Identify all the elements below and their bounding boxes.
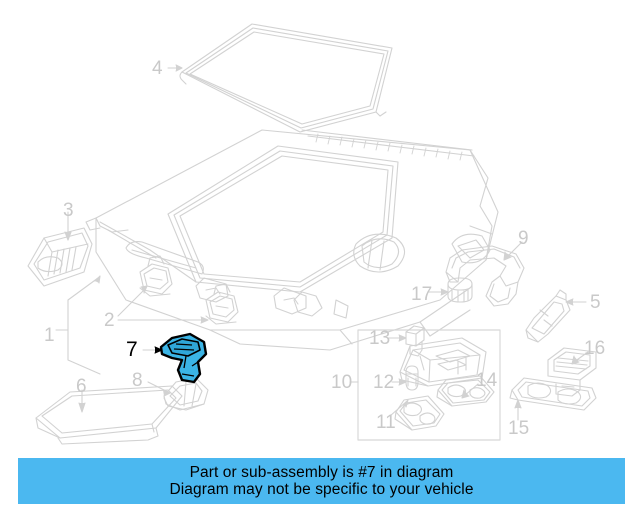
callout-label-14: 14: [476, 370, 498, 391]
part-sunroof-glass-panel: [179, 23, 393, 133]
callout-label-8: 8: [132, 370, 143, 391]
part-trim-cap-plug: [447, 277, 473, 303]
callout-label-9: 9: [518, 228, 529, 249]
part-sun-visor: [35, 385, 183, 445]
part-lamp-bulb: [405, 365, 419, 391]
callout-label-3: 3: [63, 200, 74, 221]
callout-label-6: 6: [76, 376, 87, 397]
callout-label-13: 13: [369, 328, 391, 349]
part-overhead-console: [27, 227, 93, 287]
part-visor-support-clip-highlighted: [159, 332, 208, 384]
callout-label-2: 2: [104, 310, 115, 331]
callout-leaders: [55, 64, 589, 421]
part-headliner-panel: [85, 129, 499, 351]
callout-label-10: 10: [331, 372, 353, 393]
part-lamp-socket: [405, 325, 425, 357]
callout-label-12: 12: [373, 372, 395, 393]
part-assist-grab-handle: [445, 245, 525, 307]
callout-label-7: 7: [126, 338, 138, 361]
callout-label-16: 16: [584, 338, 606, 359]
part-lamp-lens-right: [436, 375, 495, 407]
part-visor-retainer-hook: [163, 377, 209, 411]
callout-label-1: 1: [44, 325, 55, 346]
part-side-trim-bracket: [525, 289, 571, 343]
dome-lamp-group-box: [357, 329, 501, 441]
callout-label-4: 4: [152, 58, 163, 79]
callout-label-15: 15: [508, 418, 530, 439]
part-map-lamp-lens: [509, 377, 597, 411]
banner-line-2: Diagram may not be specific to your vehi…: [169, 481, 474, 498]
part-lamp-lens-left: [394, 395, 445, 431]
callout-label-11: 11: [376, 412, 396, 433]
callout-label-5: 5: [590, 292, 601, 313]
banner-line-1: Part or sub-assembly is #7 in diagram: [189, 463, 454, 481]
info-banner: Part or sub-assembly is #7 in diagram Di…: [18, 458, 625, 504]
callout-label-17: 17: [411, 284, 433, 305]
